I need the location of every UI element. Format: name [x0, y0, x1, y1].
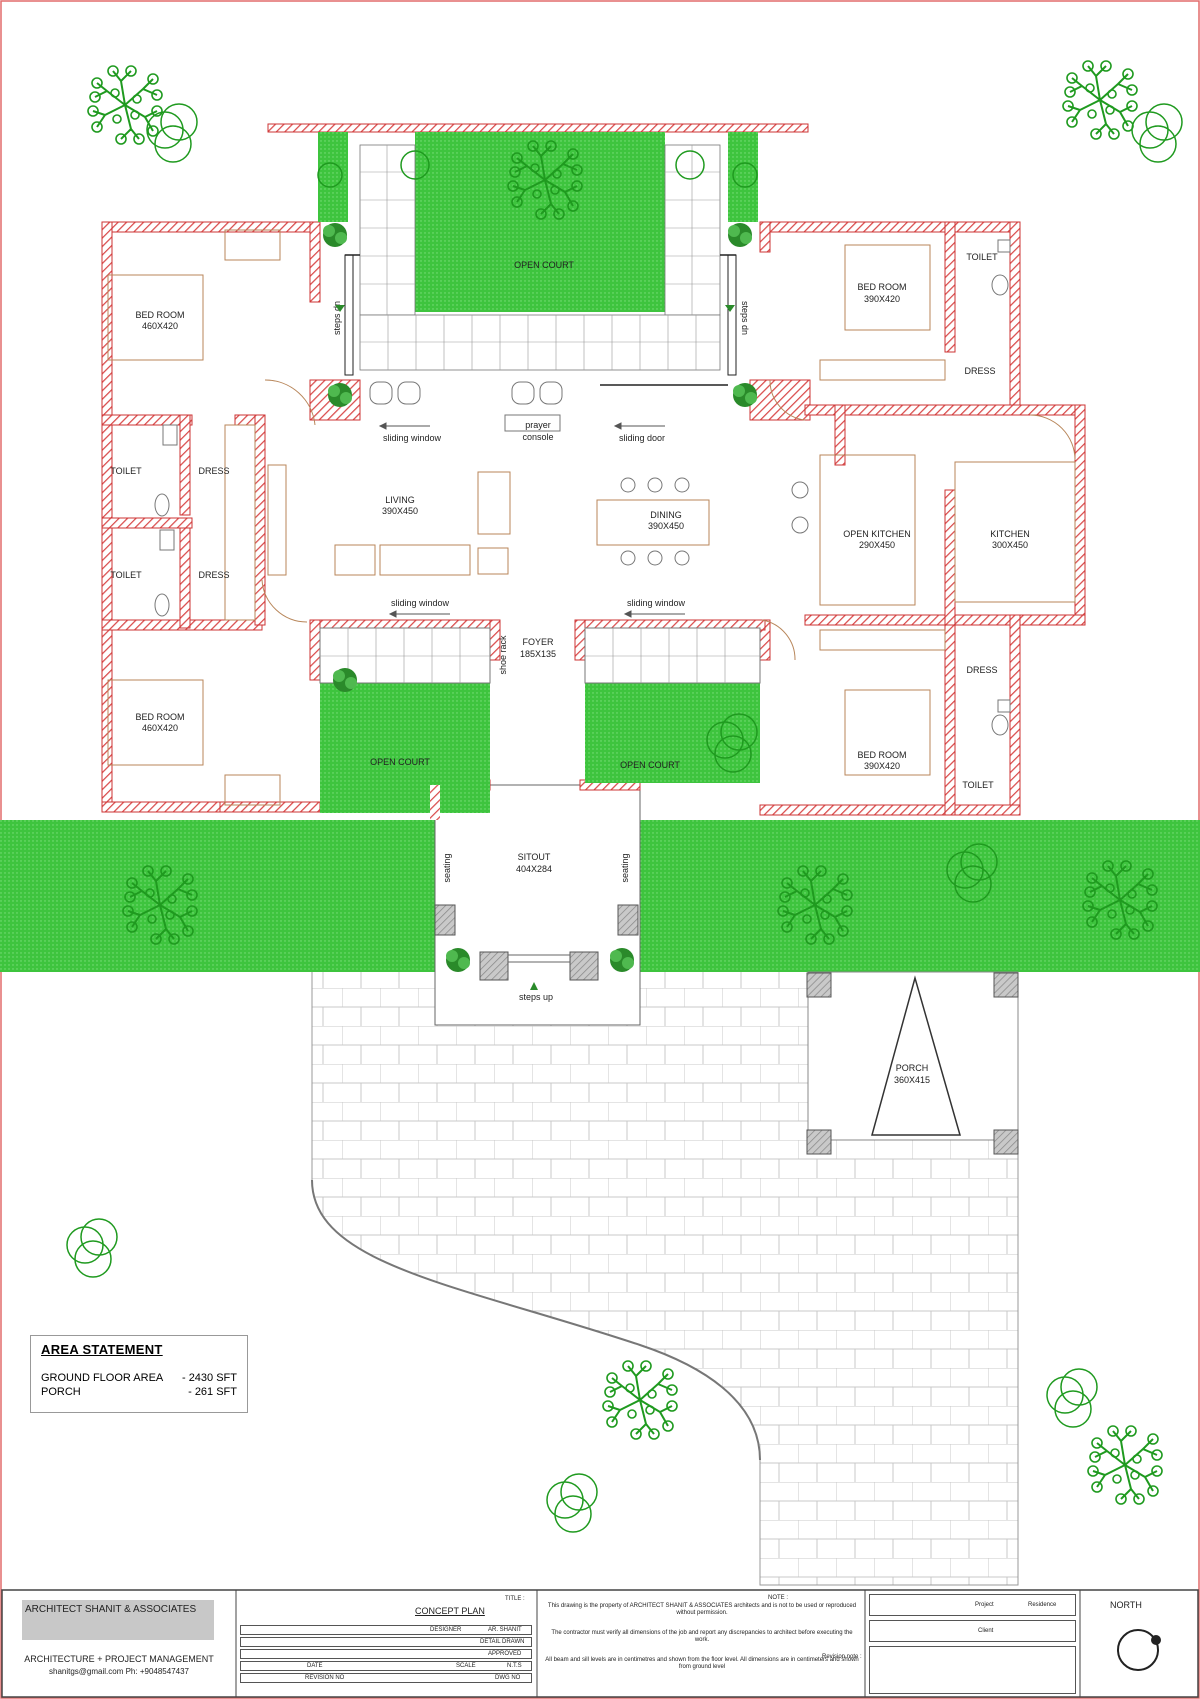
area-label-ground: GROUND FLOOR AREA — [41, 1372, 164, 1384]
firm-services: ARCHITECTURE + PROJECT MANAGEMENT — [24, 1654, 214, 1664]
toilet-w1: TOILET — [110, 466, 142, 476]
note-1: This drawing is the property of ARCHITEC… — [547, 1603, 857, 1616]
bed-nw-size: 460X420 — [142, 321, 178, 331]
project-label: Project — [975, 1602, 994, 1608]
foyer-size: 185X135 — [520, 649, 556, 659]
dress-w1: DRESS — [198, 466, 229, 476]
area-value-ground: - 2430 SFT — [181, 1372, 237, 1384]
foyer-name: FOYER — [522, 637, 554, 647]
title-value: CONCEPT PLAN — [415, 1606, 485, 1616]
toilet-se: TOILET — [962, 780, 994, 790]
sitout-area — [434, 784, 641, 1026]
note-3: All beam and sill levels are in centimet… — [545, 1657, 859, 1670]
kitchen-size: 300X450 — [992, 540, 1028, 550]
detail-drawn-label: DETAIL DRAWN — [480, 1639, 525, 1645]
open-court-sw-label: OPEN COURT — [370, 757, 430, 767]
sliding-window-3: sliding window — [627, 598, 686, 608]
prayer-label-2: console — [522, 432, 553, 442]
note-2: The contractor must verify all dimension… — [551, 1630, 853, 1643]
living-name: LIVING — [385, 495, 415, 505]
sliding-door: sliding door — [619, 433, 665, 443]
bed-nw-name: BED ROOM — [135, 310, 184, 320]
area-label-porch: PORCH — [41, 1386, 81, 1398]
porch-size: 360X415 — [894, 1075, 930, 1085]
note-label: NOTE : — [768, 1595, 789, 1601]
sitout-size: 404X284 — [516, 864, 552, 874]
steps-dn-right: steps dn — [740, 301, 750, 335]
dwg-label: DWG NO — [495, 1675, 521, 1681]
open-kitchen-name: OPEN KITCHEN — [843, 529, 911, 539]
area-row-ground: GROUND FLOOR AREA - 2430 SFT — [41, 1371, 237, 1385]
kitchen-name: KITCHEN — [990, 529, 1030, 539]
prayer-label-1: prayer — [525, 420, 551, 430]
open-court-top — [415, 132, 665, 312]
seating-left: seating — [442, 853, 452, 882]
sliding-window-2: sliding window — [391, 598, 450, 608]
bed-se-name: BED ROOM — [857, 750, 906, 760]
firm-name: ARCHITECT SHANIT & ASSOCIATES — [25, 1604, 197, 1615]
area-statement-title: AREA STATEMENT — [41, 1342, 163, 1357]
firm-contact: shanitgs@gmail.com Ph: +9048547437 — [49, 1667, 189, 1676]
project-value: Residence — [1028, 1602, 1057, 1608]
area-row-porch: PORCH - 261 SFT — [41, 1385, 237, 1399]
toilet-w2: TOILET — [110, 570, 142, 580]
area-value-porch: - 261 SFT — [188, 1386, 237, 1398]
bed-ne-name: BED ROOM — [857, 282, 906, 292]
steps-up: steps up — [519, 992, 553, 1002]
dress-se: DRESS — [966, 665, 997, 675]
living-size: 390X450 — [382, 506, 418, 516]
scale-value: N.T.S — [507, 1663, 522, 1669]
designer-label: DESIGNER — [430, 1627, 462, 1633]
bed-sw-size: 460X420 — [142, 723, 178, 733]
open-kitchen-size: 290X450 — [859, 540, 895, 550]
dining-name: DINING — [650, 510, 682, 520]
title-block-firm: ARCHITECT SHANIT & ASSOCIATES — [22, 1600, 214, 1640]
porch-area — [807, 971, 1019, 1141]
shoe-rack: shoe rack — [498, 635, 508, 675]
bed-ne-size: 390X420 — [864, 294, 900, 304]
designer-value: AR. SHANIT — [488, 1627, 522, 1633]
seating-right: seating — [620, 853, 630, 882]
scale-label: SCALE — [456, 1663, 476, 1669]
revision-label: REVISION NO — [305, 1675, 345, 1681]
open-court-se-label: OPEN COURT — [620, 760, 680, 770]
bed-sw-name: BED ROOM — [135, 712, 184, 722]
porch-name: PORCH — [896, 1063, 929, 1073]
dress-w2: DRESS — [198, 570, 229, 580]
steps-dn-left: steps dn — [332, 301, 342, 335]
date-label: DATE — [307, 1663, 323, 1669]
north-label: NORTH — [1110, 1600, 1142, 1610]
toilet-ne: TOILET — [966, 252, 998, 262]
area-statement: AREA STATEMENT GROUND FLOOR AREA - 2430 … — [30, 1335, 248, 1413]
bed-se-size: 390X420 — [864, 761, 900, 771]
revision-note-label: Revision note : — [822, 1654, 862, 1660]
approved-label: APPROVED — [488, 1651, 522, 1657]
client-label: Client — [978, 1628, 994, 1634]
title-label: TITLE : — [505, 1596, 525, 1602]
sitout-name: SITOUT — [518, 852, 551, 862]
dining-size: 390X450 — [648, 521, 684, 531]
dress-ne: DRESS — [964, 366, 995, 376]
sliding-window-1: sliding window — [383, 433, 442, 443]
open-court-top-label: OPEN COURT — [514, 260, 574, 270]
